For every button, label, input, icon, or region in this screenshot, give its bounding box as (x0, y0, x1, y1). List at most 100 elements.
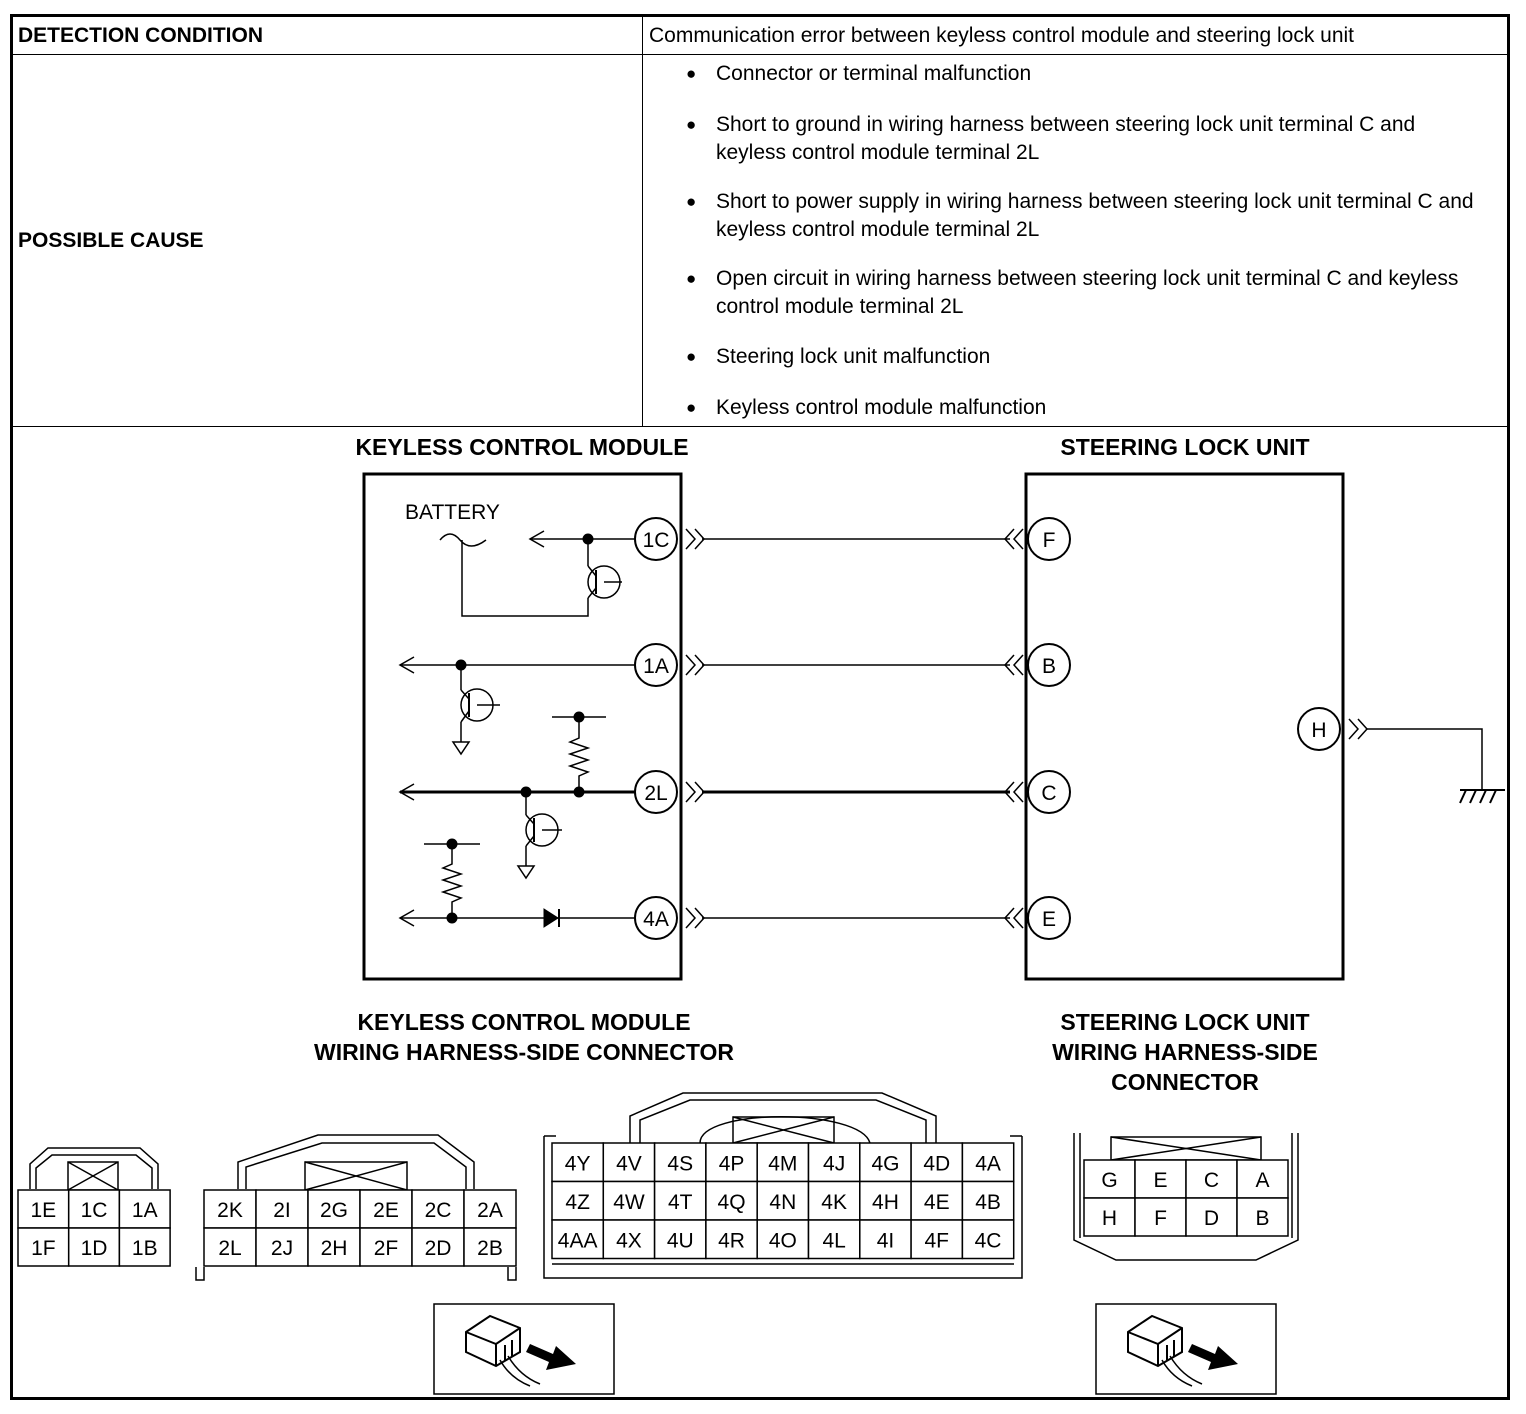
cause-item: Short to power supply in wiring harness … (686, 188, 1486, 244)
connector-pin-label: 2G (320, 1199, 348, 1222)
table-row-divider (10, 54, 1510, 55)
detection-condition-value: Communication error between keyless cont… (649, 24, 1355, 47)
connector-pin-label: 4M (768, 1152, 797, 1175)
connector-pin-label: 2H (321, 1237, 348, 1260)
lock-pin-b: B (1027, 643, 1071, 687)
connector-cavity (1134, 1197, 1187, 1237)
connector-cavity (463, 1227, 517, 1267)
connector-pin-label: 2E (373, 1199, 399, 1222)
connector-cavity (910, 1142, 964, 1183)
pin-label: H (1311, 719, 1326, 742)
lock-title: STEERING LOCK UNIT (1060, 434, 1309, 460)
battery-wire (461, 540, 589, 617)
connector-pin-label: 4F (924, 1229, 949, 1252)
connector-pin-label: 4B (975, 1191, 1001, 1214)
connector-cavity (961, 1219, 1015, 1260)
connector-cavity (255, 1227, 309, 1267)
connector-4-housing (543, 1092, 1023, 1279)
connector-cavity (1185, 1197, 1238, 1237)
connector-pin-label: 4Y (565, 1152, 591, 1175)
connector-1-housing (29, 1147, 159, 1191)
connector-pin-label: 1A (132, 1199, 158, 1222)
connector-pin-label: 4T (668, 1191, 693, 1214)
battery-label: BATTERY (405, 501, 500, 524)
connector-pin-label: 2J (271, 1237, 293, 1260)
transistor-leg (587, 587, 597, 599)
connector-pin-label: 4N (769, 1191, 796, 1214)
cause-item: Short to ground in wiring harness betwee… (686, 111, 1486, 167)
arrow-icon (398, 656, 415, 674)
connector-cavity (705, 1219, 758, 1260)
diode-icon (543, 908, 559, 928)
connector-cavity (118, 1227, 171, 1267)
connector-cavity (551, 1180, 605, 1221)
module-connector-title-2: WIRING HARNESS-SIDE CONNECTOR (314, 1039, 734, 1065)
connector-cavity (602, 1142, 656, 1183)
connector-pin-label: 4W (613, 1191, 645, 1214)
connector-cavity (1185, 1159, 1238, 1199)
pin-label: E (1042, 908, 1056, 931)
connector-cavity (705, 1180, 758, 1221)
lock-box (1024, 472, 1345, 981)
arrow-icon (1348, 718, 1360, 740)
connector-cavity (307, 1189, 361, 1229)
transistor-leg (460, 710, 470, 723)
harness-side-view-icon (1095, 1303, 1277, 1395)
connector-pin-label: D (1204, 1207, 1219, 1230)
module-pin-4a: 4A (634, 896, 678, 940)
connector-pin-label: 4C (975, 1229, 1002, 1252)
connector-cavity (1083, 1159, 1136, 1199)
connector-pin-label: 2B (477, 1237, 503, 1260)
connector-pin-label: 4L (822, 1229, 845, 1252)
connector-cavity (411, 1227, 465, 1267)
module-box (362, 472, 683, 981)
connector-pin-label: E (1153, 1169, 1167, 1192)
connector-pin-label: 1E (31, 1199, 57, 1222)
module-pin-1c: 1C (634, 517, 678, 561)
connector-pin-label: 4S (667, 1152, 693, 1175)
connector-pin-label: 4AA (558, 1229, 598, 1252)
connector-pin-label: 4P (719, 1152, 745, 1175)
connector-cavity (463, 1189, 517, 1229)
module-pin-2l: 2L (634, 770, 678, 814)
connector-pin-label: 2K (217, 1199, 243, 1222)
arrow-icon (528, 530, 545, 548)
connector-cavity (961, 1142, 1015, 1183)
connector-cavity (551, 1219, 605, 1260)
connector-cavity (910, 1219, 964, 1260)
connector-pin-label: 2C (425, 1199, 452, 1222)
connector-cavity (859, 1219, 912, 1260)
module-title: KEYLESS CONTROL MODULE (355, 434, 688, 460)
connector-pin-label: 4I (877, 1229, 895, 1252)
connector-cavity (756, 1219, 810, 1260)
lock-connector-title-1: STEERING LOCK UNIT (1060, 1009, 1309, 1035)
cause-item: Open circuit in wiring harness between s… (686, 265, 1486, 321)
cause-item: Steering lock unit malfunction (686, 343, 1486, 371)
connector-cavity (859, 1180, 912, 1221)
transistor-leg (587, 565, 597, 577)
connector-cavity (756, 1142, 810, 1183)
table-row-divider (10, 426, 1510, 427)
connector-cavity (1236, 1197, 1289, 1237)
lock-pin-h: H (1297, 707, 1341, 751)
connector-pin-label: 4O (769, 1229, 797, 1252)
ground-arrow-icon (516, 865, 536, 880)
lock-pin-e: E (1027, 896, 1071, 940)
connector-pin-label: 4K (821, 1191, 847, 1214)
connector-pin-label: 4Z (565, 1191, 590, 1214)
table-col-divider (642, 14, 643, 427)
connector-pin-label: 4H (872, 1191, 899, 1214)
connector-pin-label: 4J (823, 1152, 845, 1175)
connector-pin-label: C (1204, 1169, 1219, 1192)
arrow-icon (398, 783, 415, 801)
connector-cavity (67, 1227, 121, 1267)
connector-pin-label: 4G (871, 1152, 899, 1175)
connector-cavity (653, 1219, 707, 1260)
connector-pin-label: F (1154, 1207, 1167, 1230)
pin-label: 1A (643, 655, 669, 678)
pin-label: 1C (643, 529, 670, 552)
possible-cause-list: Connector or terminal malfunction Short … (686, 60, 1486, 422)
